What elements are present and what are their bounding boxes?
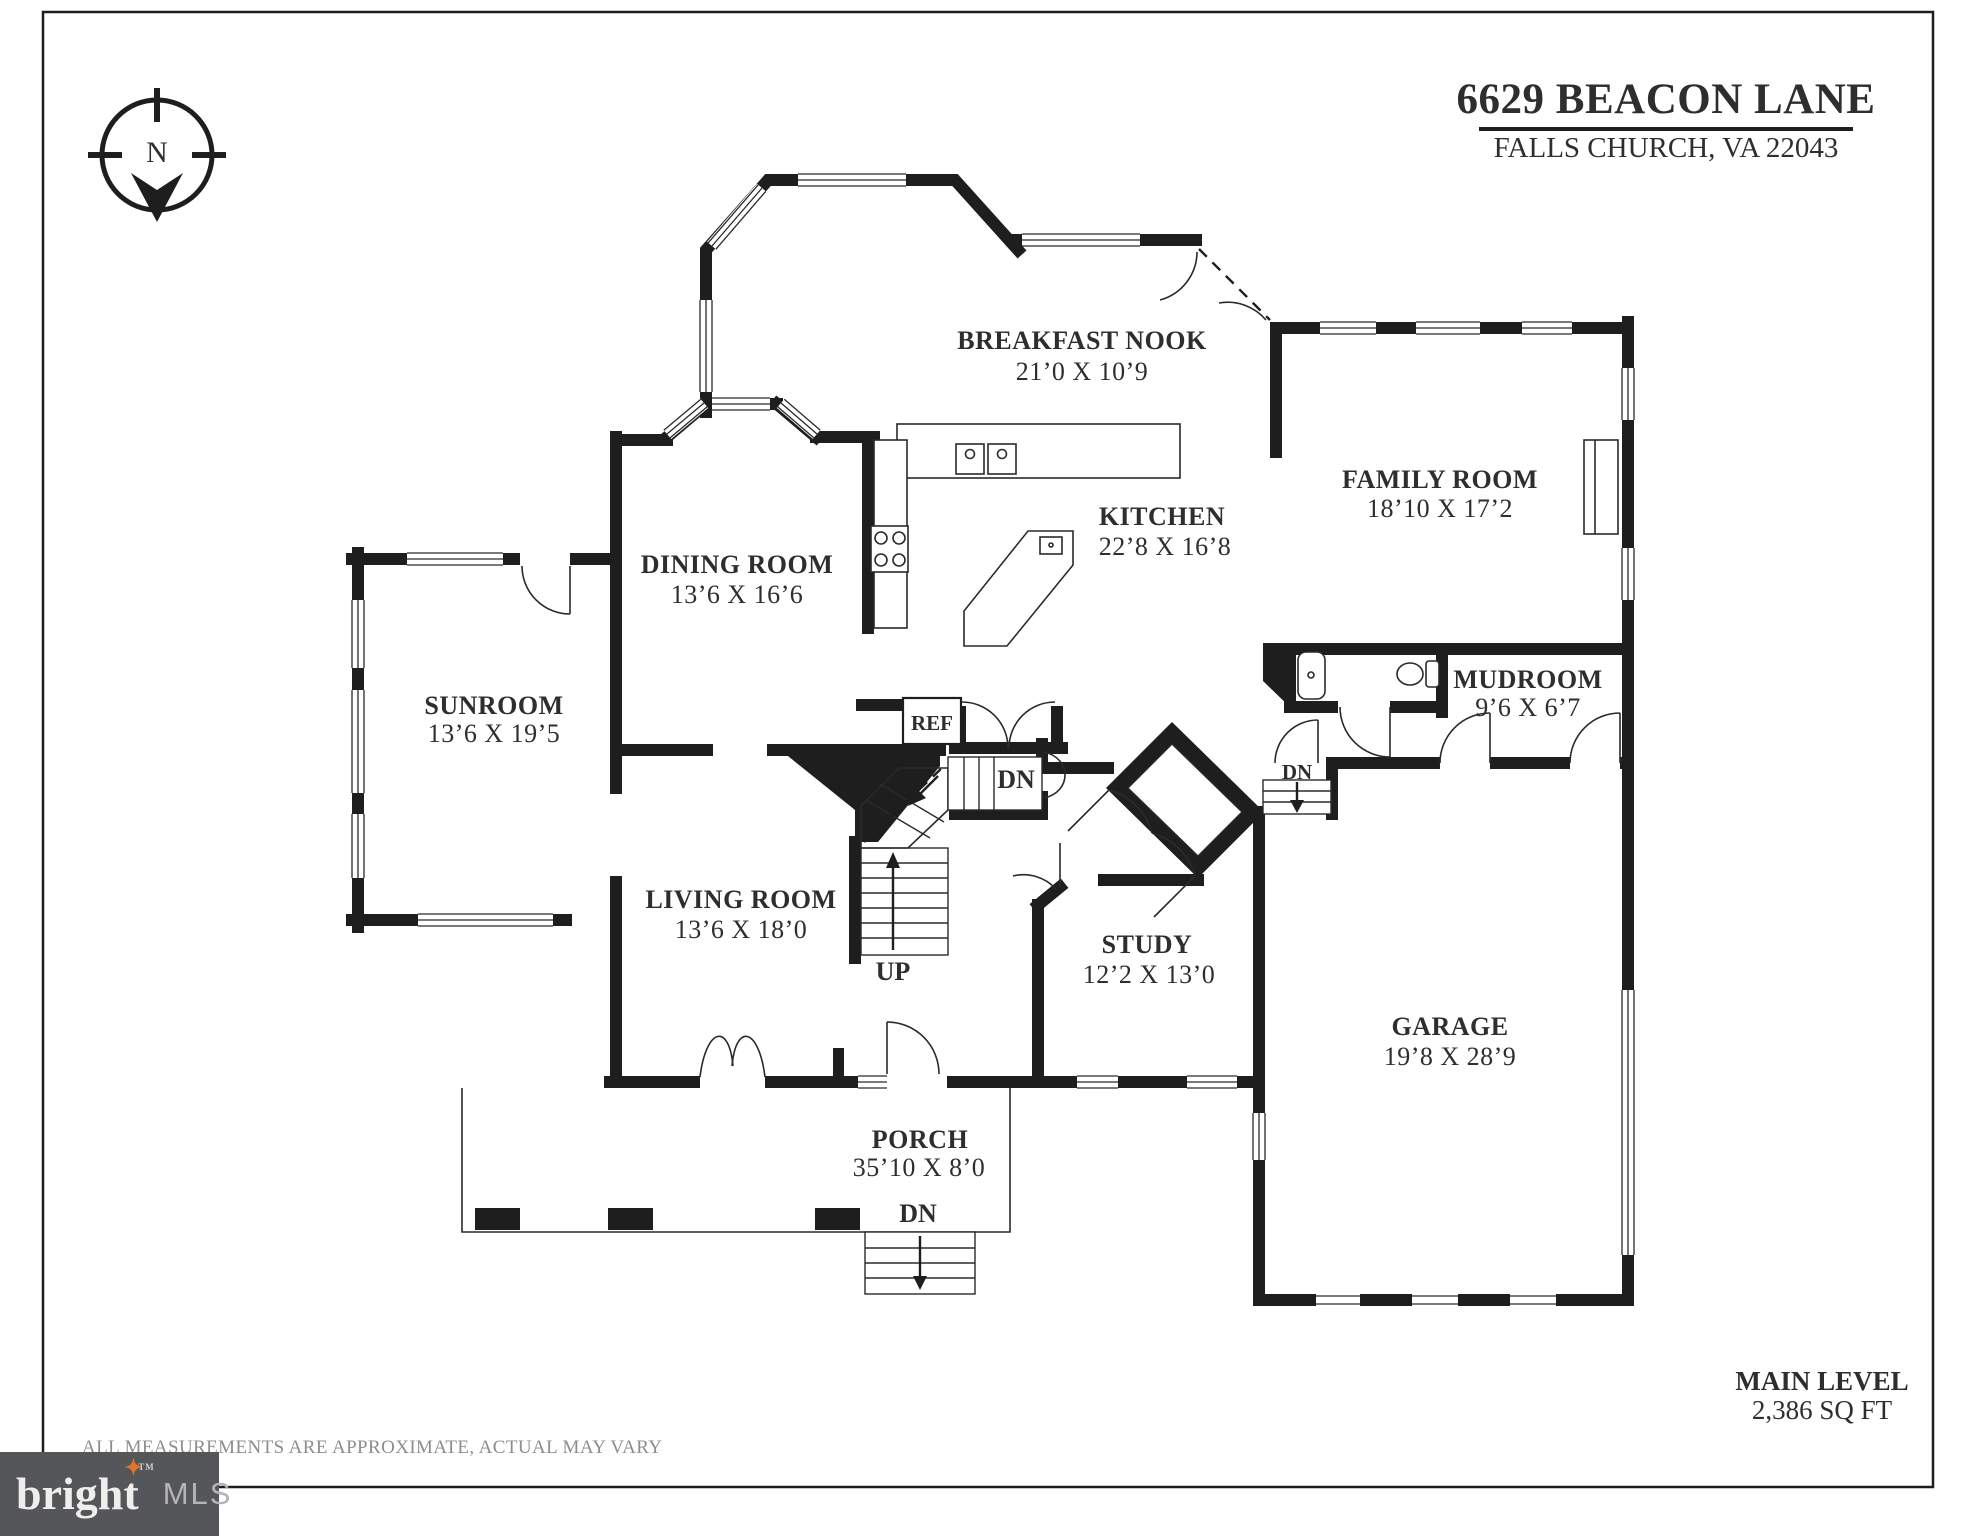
room-labels: BREAKFAST NOOK 21’0 X 10’9 FAMILY ROOM 1…: [424, 326, 1602, 1182]
dn-porch-label: DN: [899, 1199, 937, 1228]
window: [1621, 990, 1635, 1255]
compass-icon: N: [88, 88, 226, 222]
kitchen-island: [963, 530, 1074, 647]
doors-layer: [521, 248, 1621, 1078]
level-label: MAIN LEVEL: [1735, 1366, 1908, 1396]
toilet: [1396, 660, 1440, 688]
powder-sink: [1297, 651, 1326, 700]
windows-layer: [351, 173, 1635, 1307]
window-angled: [707, 183, 767, 251]
dn-stairs-label: DN: [997, 765, 1035, 794]
closet-interior: [1127, 743, 1243, 857]
window: [712, 397, 770, 411]
logo-brand-text: bright✦TM: [16, 1455, 155, 1519]
page-border: [41, 10, 1935, 1489]
window: [351, 814, 365, 878]
dashed-opening: [1198, 248, 1271, 321]
window: [1252, 1113, 1266, 1160]
logo-mls-text: MLS: [162, 1476, 233, 1511]
svg-text:22’8 X 16’8: 22’8 X 16’8: [1099, 532, 1232, 561]
dn-garage-label: DN: [1282, 760, 1312, 784]
window: [418, 913, 553, 927]
porch-structure: [461, 1088, 1011, 1295]
svg-text:9’6 X 6’7: 9’6 X 6’7: [1475, 693, 1581, 722]
window: [858, 1075, 887, 1089]
compass-north-label: N: [146, 136, 168, 169]
window: [699, 300, 713, 392]
svg-text:18’10 X 17’2: 18’10 X 17’2: [1367, 494, 1513, 523]
porch-pillar: [475, 1208, 520, 1230]
room-label-mudroom: MUDROOM 9’6 X 6’7: [1453, 665, 1602, 722]
powder-angled-wall: [1263, 643, 1296, 713]
garage-door: [1316, 1293, 1556, 1307]
room-label-dining-room: DINING ROOM 13’6 X 16’6: [641, 550, 834, 609]
room-label-garage: GARAGE 19’8 X 28’9: [1384, 1012, 1517, 1071]
porch-steps: [864, 1231, 976, 1295]
window: [798, 173, 906, 187]
svg-text:SUNROOM: SUNROOM: [424, 691, 563, 720]
svg-text:21’0 X 10’9: 21’0 X 10’9: [1016, 357, 1149, 386]
stairs-garage: [1262, 779, 1332, 815]
window: [351, 690, 365, 793]
logo-tm: TM: [138, 1462, 155, 1472]
window: [1187, 1075, 1237, 1089]
door-openings: [520, 551, 1620, 1090]
bright-mls-logo: bright✦TM MLS: [0, 1452, 230, 1536]
logo-star-icon: ✦: [124, 1455, 143, 1480]
window: [1621, 548, 1635, 600]
svg-text:KITCHEN: KITCHEN: [1099, 502, 1225, 531]
fixtures-layer: [870, 423, 1619, 746]
disclaimer-text: ALL MEASUREMENTS ARE APPROXIMATE, ACTUAL…: [82, 1437, 662, 1458]
svg-text:GARAGE: GARAGE: [1391, 1012, 1508, 1041]
svg-text:DINING ROOM: DINING ROOM: [641, 550, 834, 579]
porch-pillar: [608, 1208, 653, 1230]
window: [1522, 321, 1572, 335]
svg-text:13’6 X 19’5: 13’6 X 19’5: [428, 719, 561, 748]
room-label-living-room: LIVING ROOM 13’6 X 18’0: [645, 885, 836, 944]
room-label-kitchen: KITCHEN 22’8 X 16’8: [1099, 502, 1232, 561]
stairs-main: [860, 756, 1043, 956]
window: [351, 600, 365, 668]
ref-label: REF: [911, 711, 953, 735]
svg-text:FAMILY ROOM: FAMILY ROOM: [1342, 465, 1538, 494]
refrigerator: [901, 696, 963, 746]
fireplace: [1583, 439, 1619, 535]
window: [1077, 1075, 1118, 1089]
annotation-labels: REF UP DN DN DN: [876, 711, 1313, 1228]
svg-text:13’6 X 18’0: 13’6 X 18’0: [675, 915, 808, 944]
window-angled: [662, 398, 709, 439]
svg-text:STUDY: STUDY: [1102, 930, 1193, 959]
svg-text:LIVING ROOM: LIVING ROOM: [645, 885, 836, 914]
room-label-porch: PORCH 35’10 X 8’0: [853, 1125, 986, 1182]
window: [1416, 321, 1480, 335]
kitchen-counter: [896, 423, 1181, 479]
window-angled: [776, 398, 822, 439]
svg-text:19’8 X 28’9: 19’8 X 28’9: [1384, 1042, 1517, 1071]
foyer-wall-stub: [833, 1048, 844, 1082]
window: [1022, 233, 1140, 247]
page-title: 6629 BEACON LANE: [1457, 76, 1876, 123]
window: [1621, 368, 1635, 420]
title-block: 6629 BEACON LANE FALLS CHURCH, VA 22043: [1457, 76, 1876, 164]
svg-text:MUDROOM: MUDROOM: [1453, 665, 1602, 694]
room-label-study: STUDY 12’2 X 13’0: [1083, 930, 1216, 989]
svg-text:13’6 X 16’6: 13’6 X 16’6: [671, 580, 804, 609]
up-label: UP: [876, 957, 911, 986]
room-label-breakfast-nook: BREAKFAST NOOK 21’0 X 10’9: [957, 326, 1207, 386]
room-label-family-room: FAMILY ROOM 18’10 X 17’2: [1342, 465, 1538, 523]
window: [407, 552, 503, 566]
porch-pillar: [815, 1208, 860, 1230]
svg-text:PORCH: PORCH: [872, 1125, 968, 1154]
footer-block: MAIN LEVEL 2,386 SQ FT ALL MEASUREMENTS …: [82, 1366, 1909, 1458]
area-label: 2,386 SQ FT: [1752, 1395, 1893, 1425]
page-subtitle: FALLS CHURCH, VA 22043: [1494, 132, 1839, 164]
stove: [870, 439, 909, 629]
svg-text:BREAKFAST NOOK: BREAKFAST NOOK: [957, 326, 1207, 355]
window: [1320, 321, 1376, 335]
svg-text:35’10 X 8’0: 35’10 X 8’0: [853, 1153, 986, 1182]
room-label-sunroom: SUNROOM 13’6 X 19’5: [424, 691, 563, 748]
svg-text:12’2 X 13’0: 12’2 X 13’0: [1083, 960, 1216, 989]
